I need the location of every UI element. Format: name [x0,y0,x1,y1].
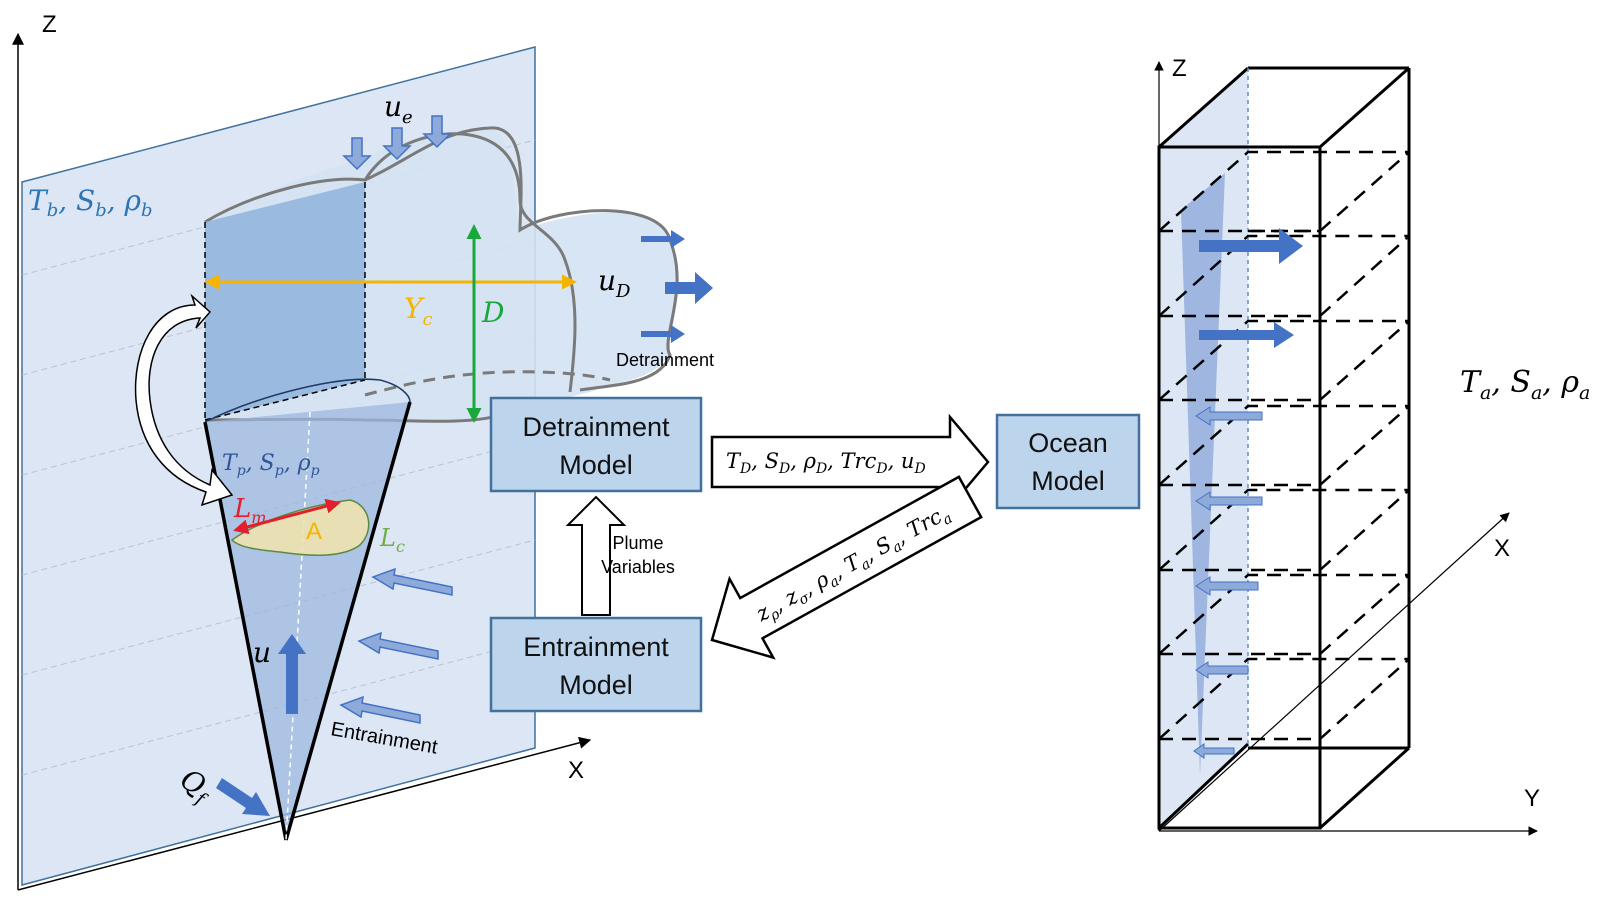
cloud-bottom-dashed [364,370,611,397]
plume-wedge [1181,173,1225,775]
ue-label: ue [384,90,413,128]
plume-variables-label-1: Plume [612,533,663,553]
entrainment-arrows [339,567,453,724]
to-ocean-arrow [710,413,990,511]
detrainment-model-label-1: Detrainment [522,412,670,442]
plume-props-label: Tp, Sp, ρp [222,451,320,479]
cone-top-ellipse [204,378,411,423]
lm-label: Lm [233,494,266,527]
right-y-label: Y [1524,785,1540,812]
right-z-label: Z [1172,55,1187,82]
detrainment-plane [205,182,365,420]
left-x-axis [17,736,592,891]
to-ocean-label: TD, SD, ρD, TrcD, uD [726,449,926,477]
yc-label: Yc [404,292,433,330]
detrainment-model-label-2: Model [559,450,633,480]
plume-variables-label-2: Variables [601,557,675,577]
ocean-model-box[interactable] [995,413,1141,510]
lc-label: Lc [379,524,405,556]
grid-box [1157,66,1411,830]
u-arrow [278,634,306,714]
detrainment-label: Detrainment [616,350,714,370]
outflow-arrow-2 [1199,322,1294,348]
left-x-label: X [568,757,584,784]
cloud-outline [204,126,679,392]
ud-arrows [641,230,713,343]
ocean-model-label-2: Model [1031,466,1105,496]
right-x-axis [1158,512,1510,832]
detrainment-model-box[interactable] [489,396,703,493]
u-label: u [253,636,271,669]
d-label: D [481,296,504,329]
left-z-label: Z [42,11,57,38]
layer-lines [1158,150,1410,741]
ocean-model-label-1: Ocean [1028,428,1108,458]
area-label: A [306,518,322,545]
entrainment-model-label-2: Model [559,670,633,700]
recirculation-arrow [134,293,234,507]
qf-arrow [216,778,270,816]
entrainment-model-box[interactable] [489,616,703,713]
inflow-arrows [1193,406,1263,759]
ambient-right-label: Ta, Sa, ρa [1460,365,1590,404]
entrainment-model-label-1: Entrainment [523,632,669,662]
lm-arrow [233,498,341,535]
ud-label: uD [598,264,631,302]
from-ocean-arrow [710,475,983,660]
plume-variables-arrow [565,495,627,616]
from-ocean-label: zρ, zσ, ρa, Ta, Sa, Trca [751,500,955,630]
ue-arrows [342,115,452,171]
right-x-label: X [1494,535,1510,562]
outflow-arrow-1 [1199,228,1303,264]
ambient-left-label: Tb, Sb, ρb [28,184,153,221]
cone-right-edge [284,401,412,841]
